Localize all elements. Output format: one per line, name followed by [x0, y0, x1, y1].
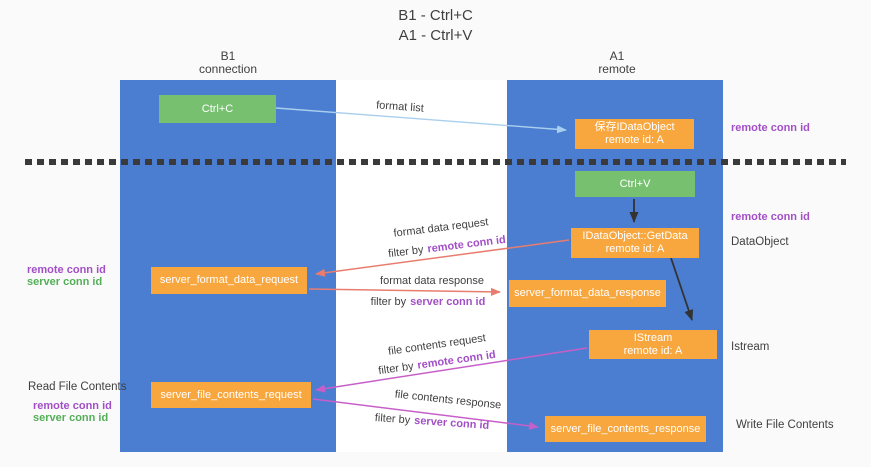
remote-conn-id-label-left-bottom: remote conn id: [33, 400, 112, 412]
istream-line1: IStream: [633, 331, 673, 344]
filter-by-text: filter by: [370, 296, 407, 308]
getdata-line1: IDataObject::GetData: [582, 230, 688, 242]
server-format-data-request-label: server_format_data_request: [159, 274, 299, 286]
dataobject-label: DataObject: [731, 236, 789, 248]
remote-conn-id-label-right-top: remote conn id: [731, 122, 810, 134]
server-conn-id-label-left-bottom: server conn id: [33, 412, 109, 424]
diagram-title-line1: B1 - Ctrl+C: [398, 7, 473, 24]
save-dataobject-line2: remote id: A: [605, 134, 664, 146]
right-column-title: A1: [609, 49, 625, 63]
remote-conn-id-label-left-top: remote conn id: [27, 264, 106, 276]
right-column-subtitle: remote: [598, 62, 636, 76]
istream-line2: remote id: A: [623, 344, 683, 357]
server-format-data-response-label: server_format_data_response: [514, 287, 661, 299]
getdata-box: IDataObject::GetData remote id: A: [571, 228, 699, 258]
server-file-contents-request-box: server_file_contents_request: [151, 382, 311, 408]
server-format-data-response-box: server_format_data_response: [509, 280, 666, 307]
diagram-title-line2: A1 - Ctrl+V: [398, 27, 473, 44]
server-file-contents-response-box: server_file_contents_response: [545, 416, 706, 442]
server-format-data-request-box: server_format_data_request: [151, 267, 307, 294]
save-dataobject-box: 保存IDataObject remote id: A: [575, 119, 694, 149]
write-file-contents-label: Write File Contents: [736, 419, 834, 431]
filter-by-text: filter by: [374, 412, 411, 427]
left-column-title: B1: [220, 49, 236, 63]
right-column-header: A1 remote: [517, 50, 717, 76]
remote-conn-id-label-right-mid: remote conn id: [731, 211, 810, 223]
format-data-response-label: format data response: [380, 275, 484, 287]
ctrl-v-box: Ctrl+V: [575, 171, 695, 197]
left-column-header: B1 connection: [128, 50, 328, 76]
server-conn-id-label-left-top: server conn id: [27, 276, 103, 288]
server-file-contents-request-label: server_file_contents_request: [160, 388, 302, 401]
ctrl-v-label: Ctrl+V: [619, 177, 651, 190]
diagram-title: B1 - Ctrl+C A1 - Ctrl+V: [0, 6, 871, 46]
istream-side-label: Istream: [731, 341, 770, 353]
server-file-contents-response-label: server_file_contents_response: [550, 422, 701, 435]
ctrl-c-label: Ctrl+C: [201, 102, 234, 115]
save-dataobject-line1: 保存IDataObject: [594, 121, 675, 133]
ctrl-c-box: Ctrl+C: [159, 95, 276, 123]
getdata-line2: remote id: A: [605, 243, 665, 255]
read-file-contents-label: Read File Contents: [28, 381, 127, 393]
left-column-subtitle: connection: [198, 62, 258, 76]
istream-box: IStream remote id: A: [589, 330, 717, 359]
server-conn-id-filter-text: server conn id: [410, 296, 486, 308]
session-boundary-dashed-line: [25, 159, 846, 165]
